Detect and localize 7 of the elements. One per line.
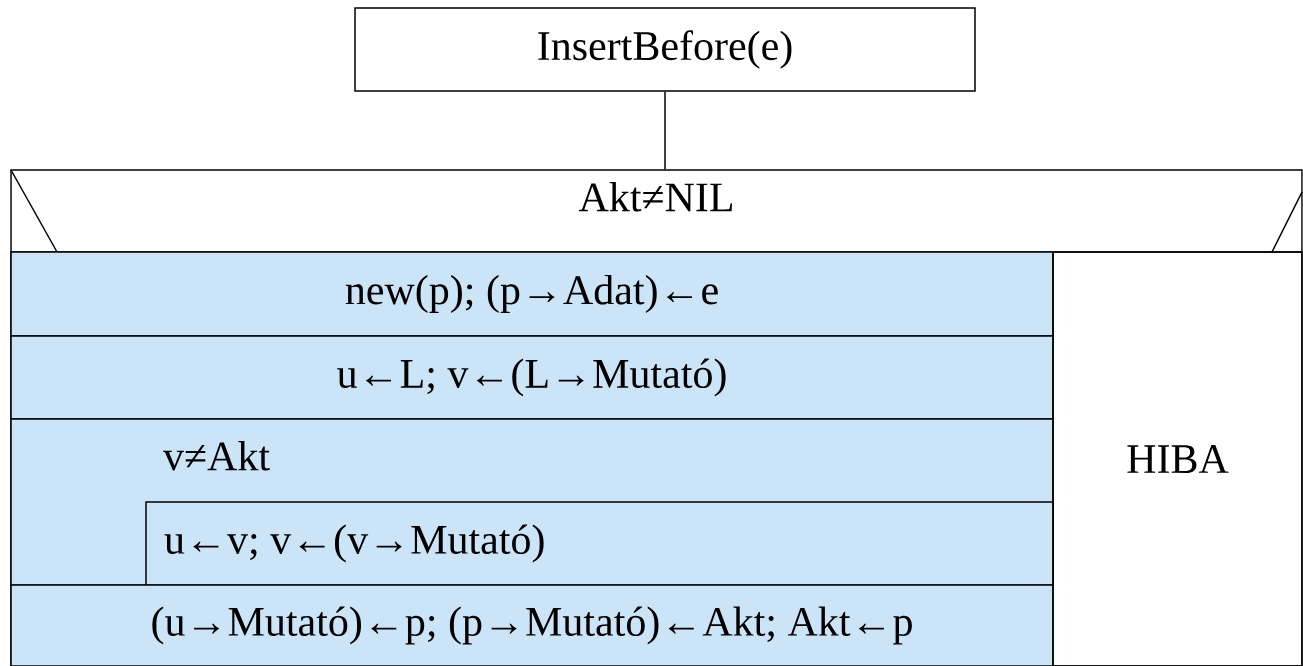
process-box: (u→Mutató)←p; (p→Mutató)←Akt; Akt←p — [10, 584, 1054, 666]
connector-line — [664, 91, 666, 170]
process-box: u←L; v←(L→Mutató) — [10, 335, 1054, 420]
branch-box: HIBA — [1052, 251, 1303, 666]
process-box: u←v; v←(v→Mutató) — [145, 501, 1054, 586]
process-box: new(p); (p→Adat)←e — [10, 251, 1054, 337]
process-box: InsertBefore(e) — [354, 7, 976, 92]
